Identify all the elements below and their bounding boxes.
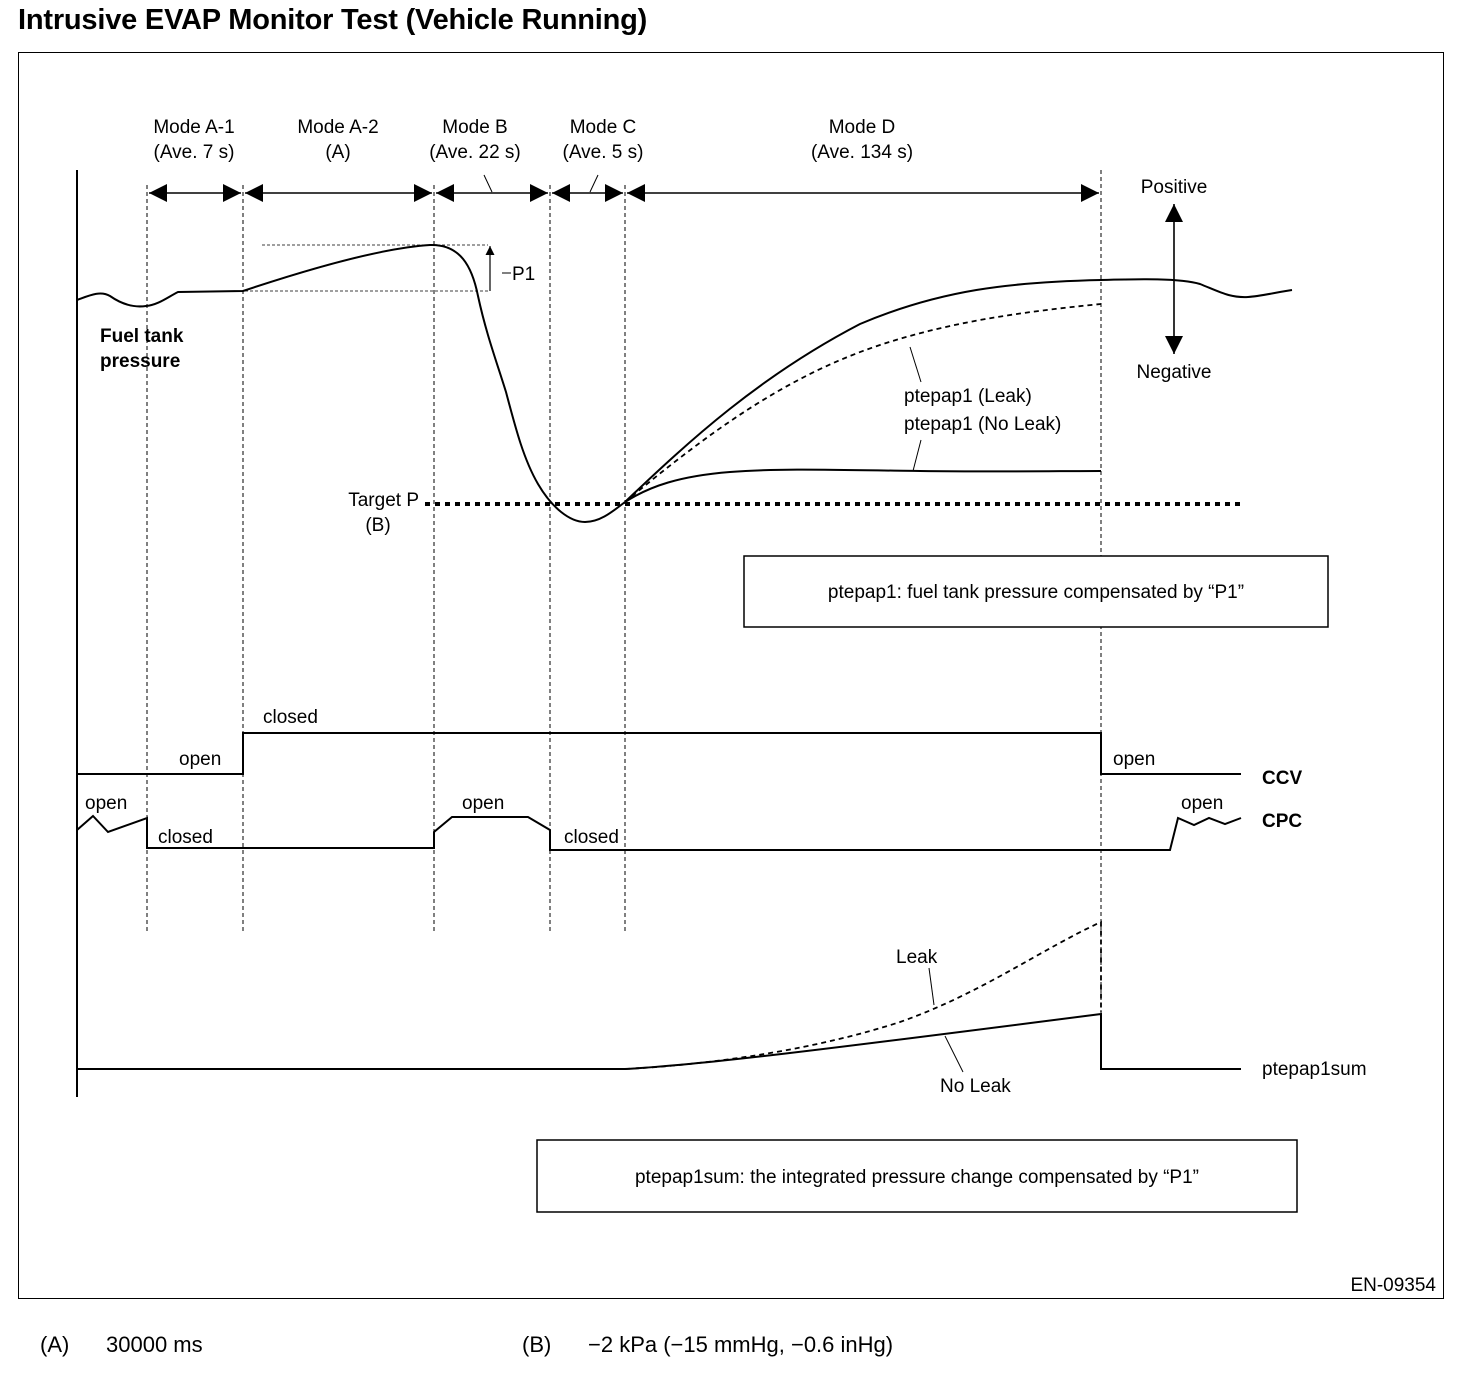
ccv-open-label-left: open (179, 749, 221, 770)
mode-labels: Mode A-1 (Ave. 7 s) Mode A-2 (A) Mode B … (153, 117, 913, 163)
mode-c-duration: (Ave. 5 s) (563, 142, 644, 163)
cpc-closed-label-1: closed (158, 827, 213, 848)
figure-frame (18, 52, 1444, 1299)
target-p-ref: (B) (365, 515, 390, 536)
sum-no-leak-label: No Leak (940, 1076, 1011, 1097)
p1-reference (245, 244, 488, 292)
footnote-a-value: 30000 ms (106, 1332, 203, 1357)
ccv-open-label-right: open (1113, 749, 1155, 770)
mode-a2-name: Mode A-2 (297, 117, 378, 138)
mode-d-name: Mode D (829, 117, 896, 138)
figure-code: EN-09354 (1350, 1275, 1436, 1296)
cpc-open-label-mid: open (462, 793, 504, 814)
ptepap1-no-leak-label: ptepap1 (No Leak) (904, 414, 1061, 435)
cpc-closed-label-2: closed (564, 827, 619, 848)
p1-label: P1 (512, 264, 535, 285)
cpc-signal (76, 814, 1242, 851)
ptepap1-note-box (743, 555, 1329, 628)
fuel-tank-label-line2: pressure (100, 351, 180, 372)
cpc-open-label-left: open (85, 793, 127, 814)
ptepap1-leak-label: ptepap1 (Leak) (904, 386, 1032, 407)
footnote-b-value: −2 kPa (−15 mmHg, −0.6 inHg) (588, 1332, 894, 1357)
footnote-a-key: (A) (40, 1332, 70, 1357)
ptepap1-leak-dashed-curve (624, 303, 1102, 503)
mode-a2-duration: (A) (325, 142, 350, 163)
ptepap1sum-leak-curve (624, 920, 1102, 1070)
ptepap1sum-baseline (77, 1012, 1241, 1070)
cpc-signal-name: CPC (1262, 811, 1302, 832)
fuel-tank-label-line1: Fuel tank (100, 326, 184, 347)
target-p-label: Target P (348, 490, 419, 511)
mode-b-name: Mode B (442, 117, 507, 138)
positive-label: Positive (1141, 177, 1208, 198)
mode-a1-duration: (Ave. 7 s) (154, 142, 235, 163)
footnote-b: (B) −2 kPa (−15 mmHg, −0.6 inHg) (522, 1332, 893, 1358)
page-title: Intrusive EVAP Monitor Test (Vehicle Run… (18, 4, 648, 36)
mode-b-duration: (Ave. 22 s) (429, 142, 521, 163)
footnote-a: (A) 30000 ms (40, 1332, 203, 1358)
cpc-open-label-right: open (1181, 793, 1223, 814)
mode-d-duration: (Ave. 134 s) (811, 142, 913, 163)
ptepap1sum-note-box (536, 1139, 1298, 1213)
mode-duration-arrows (149, 174, 1099, 202)
ptepap1-no-leak-curve (624, 468, 1102, 503)
ccv-closed-label: closed (263, 707, 318, 728)
ptepap1sum-note-text: ptepap1sum: the integrated pressure chan… (635, 1167, 1199, 1188)
ptepap1sum-signal-name: ptepap1sum (1262, 1059, 1367, 1080)
ptepap1-note-text: ptepap1: fuel tank pressure compensated … (828, 582, 1244, 603)
sum-leak-label: Leak (896, 947, 938, 968)
mode-a1-name: Mode A-1 (153, 117, 234, 138)
negative-label: Negative (1137, 362, 1212, 383)
fuel-tank-pressure-curve (76, 243, 1293, 524)
ccv-signal-name: CCV (1262, 768, 1302, 789)
mode-c-name: Mode C (570, 117, 637, 138)
footnote-b-key: (B) (522, 1332, 552, 1357)
ccv-signal (77, 732, 1241, 775)
